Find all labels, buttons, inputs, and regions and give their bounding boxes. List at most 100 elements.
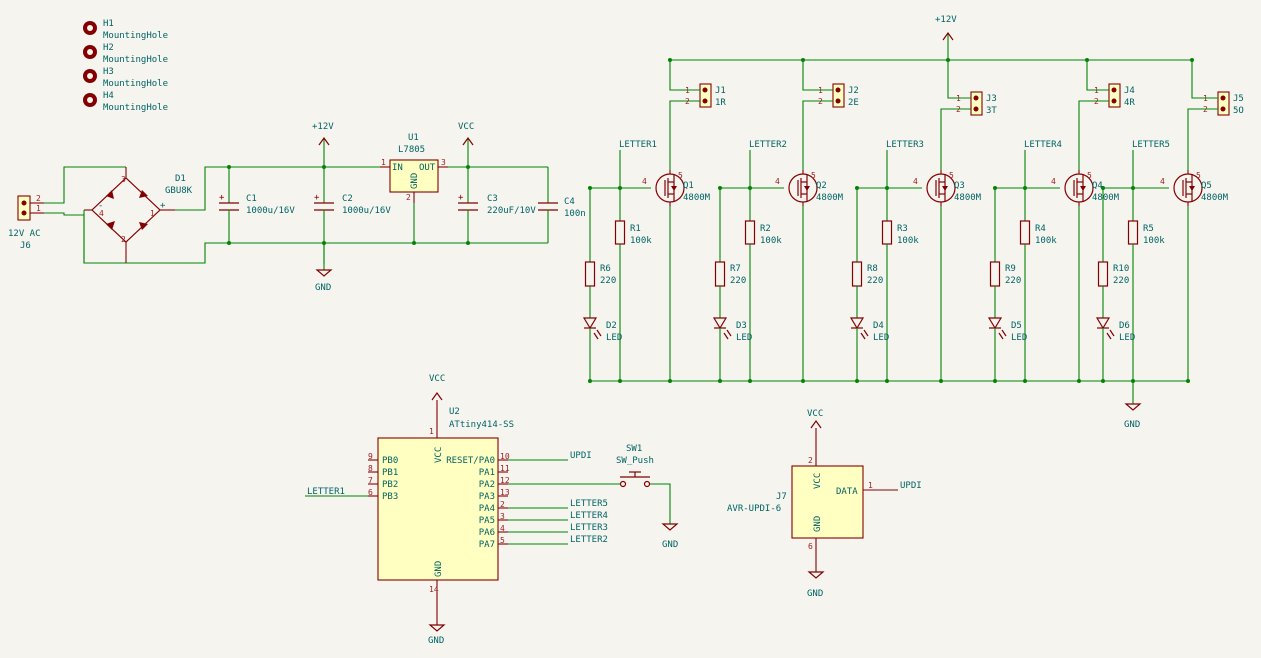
d1-value: GBU8K [165,186,193,196]
d6-ref: D6 [1119,321,1130,331]
d5-ref: D5 [1011,321,1022,331]
power-symbol-plus12v: +12V [312,122,334,167]
u2-pin-pa4: PA4 [479,504,495,514]
r8-ref: R8 [867,264,878,274]
u2-gnd-label: GND [428,636,444,646]
q4-value: 4800M [1092,193,1120,203]
u2-pin-pa1: PA1 [479,468,495,478]
u2-pin-num-pb1: 8 [368,464,373,473]
gnd-label-power: GND [315,283,331,293]
h3-ref: H3 [103,67,114,77]
r8-value: 220 [867,276,883,286]
q4-ref: Q4 [1092,181,1103,191]
svg-text:+: + [314,193,320,203]
r1-ref: R1 [630,224,641,234]
q3-value: 4800M [954,193,982,203]
j5-ref: J5 [1233,94,1244,104]
d5-value: LED [1011,333,1027,343]
u2-pin-num-pa5: 3 [500,512,505,521]
u1-in: IN [392,163,403,173]
q2-pin5: 5 [811,171,816,180]
q1-value: 4800M [683,193,711,203]
d2-value: LED [606,333,622,343]
u2-value: ATtiny414-SS [449,420,514,430]
regulator-u1: IN OUT GND 1 3 2 U1 L7805 [380,133,448,203]
u2-pin-num-pa3: 13 [500,488,510,497]
j7-data-pin-name: DATA [836,487,858,497]
r5-value: 100k [1143,236,1165,246]
u2-pin-reset-pa0: RESET/PA0 [446,456,495,466]
d4-ref: D4 [873,321,884,331]
q1-pin5: 5 [678,171,683,180]
q1-gate-pin: 4 [642,177,647,186]
sw1-ref: SW1 [626,444,642,454]
j2-value: 2E [848,98,859,108]
j4-ref: J4 [1124,86,1135,96]
h4-value: MountingHole [103,103,168,113]
net-label-updi-mcu: UPDI [570,451,592,461]
u2-pin-pa2: PA2 [479,480,495,490]
j7-pin-data: 1 [868,481,873,490]
net-label-letter2: LETTER2 [749,140,787,150]
u2-vcc-pin-num: 1 [429,427,434,436]
r1-value: 100k [630,236,652,246]
u2-pin-num-pa7: 5 [500,536,505,545]
u1-out: OUT [419,163,436,173]
u2-gnd-pin-name: GND [434,561,444,577]
u2-pin-num-pb2: 7 [368,476,373,485]
u2-gnd-pin-num: 14 [429,585,439,594]
capacitor-c4: C4 100n [538,167,586,243]
c1-value: 1000u/16V [246,206,295,216]
j6-pin2: 2 [36,194,41,203]
u2-pin-num-reset-pa0: 10 [500,452,510,461]
net-label-letter3: LETTER3 [886,140,924,150]
u1-pin-gnd: 2 [406,193,411,202]
r9-ref: R9 [1005,264,1016,274]
d3-ref: D3 [736,321,747,331]
r2-value: 100k [760,236,782,246]
u2-pin-num-pa6: 4 [500,524,505,533]
power-symbol-rail-plus12v: +12V [935,15,957,60]
j6-ref: J6 [20,241,31,251]
q2-value: 4800M [816,193,844,203]
q3-pin5: 5 [949,171,954,180]
u2-pin-pb1: PB1 [382,468,398,478]
j2-ref: J2 [848,86,859,96]
net-label-updi-j7: UPDI [900,481,922,491]
d2-ref: D2 [606,321,617,331]
connector-j7-updi: VCC VCC 2 GND GND 6 DATA 1 UPDI J7 AVR-U… [727,409,922,599]
u2-pin-num-pa4: 2 [500,500,505,509]
q2-gate-pin: 4 [775,177,780,186]
sw1-value: SW_Push [616,456,654,466]
d1-pin1: 1 [150,209,155,218]
capacitor-c3: + C3 220uF/10V [458,167,536,243]
q5-ref: Q5 [1201,181,1212,191]
capacitor-c2: + C2 1000u/16V [314,167,391,264]
bridge-rectifier-d1: 3 2 4 1 - + D1 GBU8K [84,167,193,263]
j7-vcc-label: VCC [807,409,823,419]
h1-ref: H1 [103,19,114,29]
u1-value: L7805 [398,145,425,155]
h1-value: MountingHole [103,31,168,41]
gnd-symbol-channels: GND [1124,381,1142,430]
j1-ref: J1 [715,86,726,96]
j7-ref: J7 [776,492,787,502]
net-label-letter4: LETTER4 [570,511,608,521]
h2-ref: H2 [103,43,114,53]
c2-ref: C2 [342,194,353,204]
